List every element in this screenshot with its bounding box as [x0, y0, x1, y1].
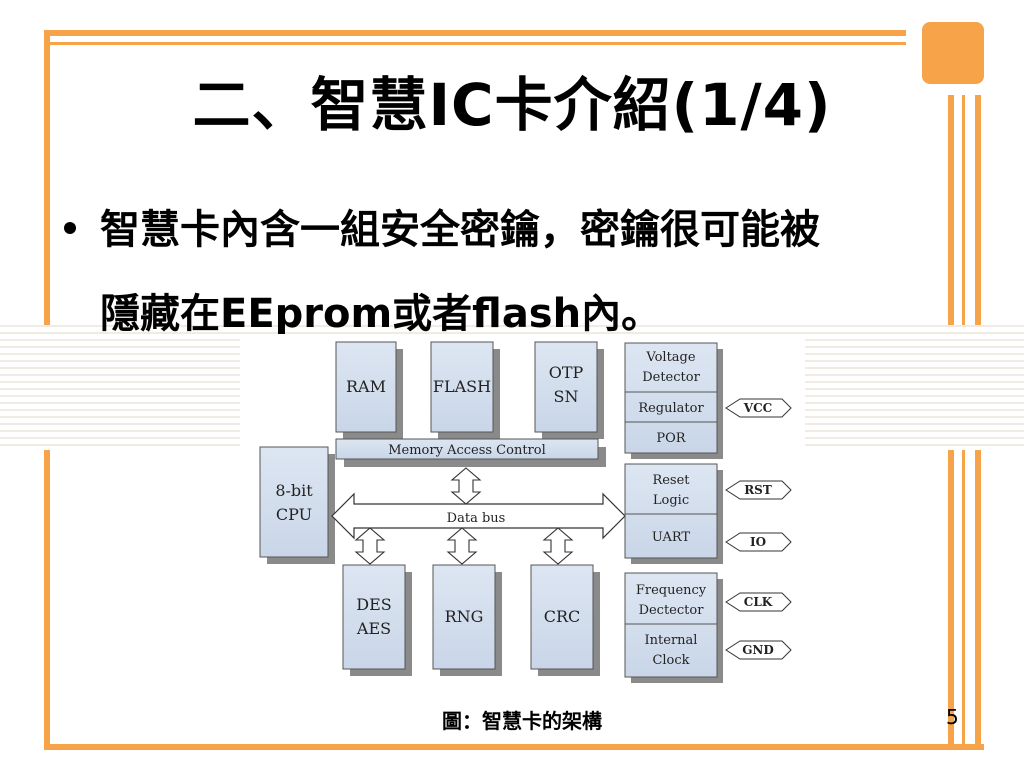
reset-label-1: Reset [652, 473, 690, 488]
des-aes-block: DES AES [342, 564, 412, 676]
rng-block: RNG [432, 564, 502, 676]
data-bus-label: Data bus [447, 511, 506, 526]
pin-gnd-label: GND [742, 643, 774, 657]
pin-vcc: VCC [725, 398, 792, 418]
bus-connector-arrows [354, 467, 574, 565]
clock-group: Frequency Dectector Internal Clock [624, 572, 723, 683]
voltage-label-1: Voltage [645, 350, 695, 365]
clock-label-2: Clock [652, 653, 689, 668]
ram-block: RAM [335, 341, 403, 439]
cpu-label-2: CPU [276, 505, 312, 524]
flash-label: FLASH [433, 377, 491, 396]
smart-card-architecture-diagram: RAM FLASH OTP SN Memory Access Control 8… [240, 334, 805, 690]
rng-label: RNG [445, 607, 484, 626]
frequency-label-1: Frequency [636, 583, 707, 598]
otp-label-1: OTP [549, 363, 584, 382]
pin-io: IO [725, 532, 792, 552]
crc-block: CRC [530, 564, 600, 676]
clock-label-1: Internal [645, 633, 698, 648]
mac-label: Memory Access Control [388, 443, 546, 458]
frame-bottom-bar [44, 744, 984, 750]
regulator-label: Regulator [638, 401, 704, 416]
frame-top-bar-inner [44, 42, 906, 45]
pin-clk-label: CLK [744, 595, 773, 609]
aes-label: AES [356, 619, 391, 638]
voltage-label-2: Detector [642, 370, 700, 385]
otp-label-2: SN [554, 387, 579, 406]
pin-io-label: IO [750, 535, 766, 549]
reset-uart-group: Reset Logic UART [624, 463, 723, 564]
bullet-dot [64, 222, 76, 234]
frame-top-bar [44, 30, 906, 36]
cpu-label-1: 8-bit [275, 481, 313, 500]
bullet-text-line1: 智慧卡內含一組安全密鑰，密鑰很可能被 [100, 207, 820, 253]
page-number: 5 [946, 705, 959, 729]
otp-block: OTP SN [534, 341, 604, 439]
pin-rst: RST [725, 480, 792, 500]
flash-block: FLASH [430, 341, 500, 439]
reset-label-2: Logic [653, 493, 689, 508]
uart-label: UART [652, 530, 691, 545]
slide-title: 二、智慧IC卡介紹(1/4) [192, 71, 832, 139]
power-group: Voltage Detector Regulator POR [624, 342, 723, 459]
crc-label: CRC [544, 607, 581, 626]
bullet-text-line2: 隱藏在EEprom或者flash內。 [100, 291, 662, 337]
pin-vcc-label: VCC [743, 401, 772, 415]
frequency-label-2: Dectector [639, 603, 705, 618]
por-label: POR [656, 431, 686, 446]
ram-label: RAM [346, 377, 386, 396]
pin-rst-label: RST [744, 483, 772, 497]
cpu-block: 8-bit CPU [259, 446, 335, 564]
data-bus-arrow: Data bus [331, 492, 626, 540]
figure-caption: 圖：智慧卡的架構 [442, 709, 602, 733]
corner-square [922, 22, 984, 84]
des-label: DES [356, 595, 391, 614]
memory-access-control-block: Memory Access Control [335, 438, 606, 467]
pin-clk: CLK [725, 592, 792, 612]
pin-gnd: GND [725, 640, 792, 660]
